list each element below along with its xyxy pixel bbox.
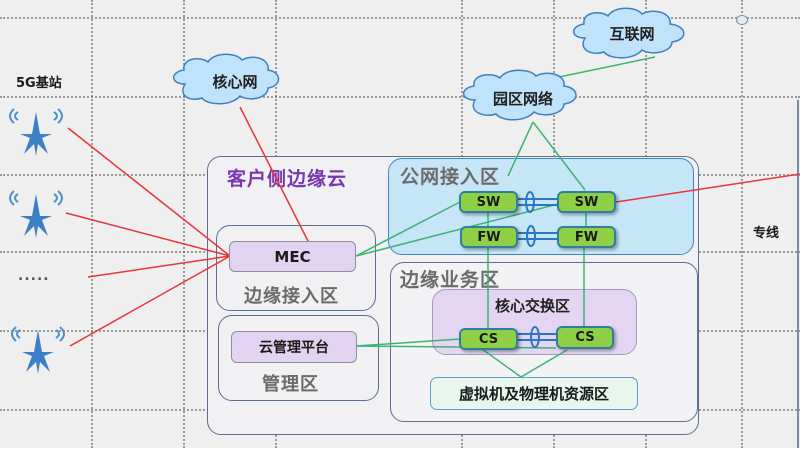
grid-line	[183, 0, 185, 448]
grid-line	[0, 96, 800, 98]
link-core-mec	[239, 106, 310, 244]
grid-line	[91, 0, 93, 448]
link-mgmt-cs-left	[355, 338, 461, 347]
connector-handle[interactable]	[736, 15, 748, 25]
clouds-layer	[172, 7, 685, 121]
link-mgmt-cs-right	[355, 345, 557, 349]
management-zone-title: 管理区	[262, 374, 319, 395]
vm-physical-resource-pool-node[interactable]: 虚拟机及物理机资源区	[430, 377, 638, 410]
cloud-campus-network-icon	[462, 69, 577, 121]
link-cs-right-resource	[520, 349, 568, 378]
public-access-zone-title: 公网接入区	[400, 166, 501, 188]
link-cs-left-resource	[481, 348, 522, 378]
links-layer	[65, 56, 800, 378]
management-zone	[218, 315, 379, 401]
link-campus-sw-right	[532, 121, 586, 191]
edge-access-zone-title: 边缘接入区	[244, 286, 339, 307]
link-sw-dedicated	[615, 173, 800, 203]
link-ellipsis-mec	[87, 255, 231, 278]
campus-network-label: 园区网络	[492, 90, 553, 108]
internet-label: 互联网	[609, 25, 655, 43]
link-tower1-mec	[67, 127, 231, 257]
ellipsis-label: .....	[18, 268, 50, 284]
link-campus-sw-left	[507, 121, 534, 177]
sw-right-node[interactable]: SW	[557, 191, 616, 213]
cs-left-node[interactable]: CS	[459, 328, 518, 350]
fw-left-node[interactable]: FW	[460, 226, 518, 248]
link-tower2-mec	[65, 212, 231, 257]
grid-line	[741, 0, 743, 448]
right-border-line	[797, 100, 799, 448]
tower-icon	[9, 108, 63, 156]
link-mec-sw-right	[355, 203, 559, 257]
cloud-core-network-icon	[172, 53, 280, 105]
tower-icon	[9, 190, 63, 238]
link-tower3-mec	[69, 255, 231, 347]
dedicated-line-label: 专线	[753, 226, 780, 241]
tower-icon	[11, 326, 65, 374]
cloud-management-platform-node[interactable]: 云管理平台	[231, 331, 357, 363]
base-station-label: 5G基站	[16, 76, 62, 91]
link-cs-pair	[518, 326, 556, 348]
link-mec-sw-left	[355, 201, 461, 257]
link-fw-pair	[518, 225, 557, 247]
customer-edge-cloud-title: 客户侧边缘云	[227, 168, 348, 190]
link-sw-pair	[518, 191, 557, 213]
grid-line	[0, 17, 800, 19]
fw-right-node[interactable]: FW	[557, 226, 616, 248]
cloud-internet-icon	[572, 7, 685, 59]
core-network-label: 核心网	[212, 73, 258, 91]
sw-left-node[interactable]: SW	[459, 191, 518, 213]
edge-business-zone-title: 边缘业务区	[400, 269, 501, 291]
core-switch-zone-title: 核心交换区	[495, 297, 571, 315]
diagram-canvas: 客户侧边缘云 边缘接入区 管理区 公网接入区 边缘业务区 核心交换区	[0, 0, 800, 448]
cs-right-node[interactable]: CS	[556, 326, 614, 349]
edge-access-zone	[216, 225, 376, 311]
mec-node[interactable]: MEC	[229, 241, 356, 272]
